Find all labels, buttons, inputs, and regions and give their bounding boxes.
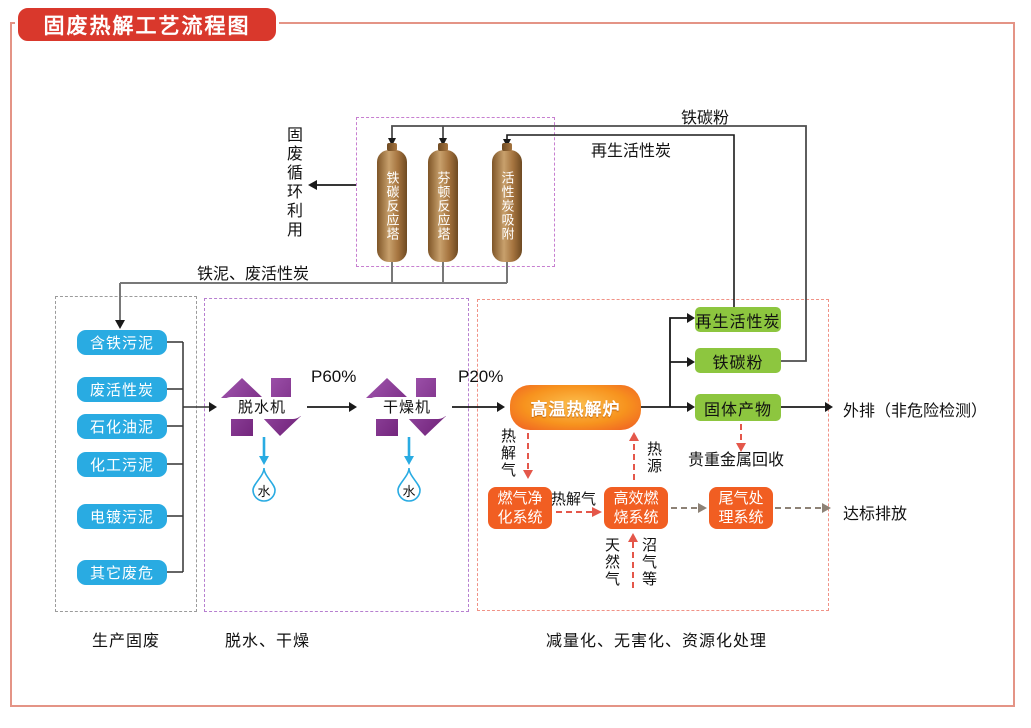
page-border bbox=[10, 22, 1015, 707]
caption-waste-production: 生产固废 bbox=[92, 633, 161, 650]
iron-carbon-powder-line-label: 铁碳粉 bbox=[681, 110, 730, 127]
page-title: 固废热解工艺流程图 bbox=[15, 5, 279, 44]
external-discharge-label: 外排（非危险检测） bbox=[843, 403, 988, 420]
p60-label: P60% bbox=[311, 367, 357, 386]
treatment-towers-group bbox=[356, 117, 555, 267]
pyrolysis-furnace: 高温热解炉 bbox=[510, 385, 641, 430]
solid-waste-recycle-label: 固废循环利用 bbox=[284, 126, 301, 240]
gas-purification-system: 燃气净化系统 bbox=[488, 487, 552, 529]
tower-label: 芬顿反应塔 bbox=[435, 171, 451, 241]
pyrolysis-gas-vertical-label: 热解气 bbox=[499, 428, 516, 479]
water-drop-icon bbox=[252, 467, 276, 502]
machine-shape bbox=[220, 378, 304, 436]
regen-carbon-line-label: 再生活性炭 bbox=[591, 143, 672, 160]
biogas-label: 沼气等 bbox=[640, 537, 657, 588]
output-solid-product: 固体产物 bbox=[695, 394, 781, 421]
activated-carbon-adsorption-tower: 活性炭吸附 bbox=[492, 143, 522, 262]
output-iron-carbon-powder: 铁碳粉 bbox=[695, 348, 781, 373]
pyrolysis-gas-horizontal-label: 热解气 bbox=[551, 491, 597, 508]
water-label: 水 bbox=[257, 484, 271, 499]
water-drop: 水 bbox=[249, 466, 279, 504]
return-line-label: 铁泥、废活性炭 bbox=[197, 266, 310, 283]
tail-gas-treatment-system: 尾气处理系统 bbox=[709, 487, 773, 529]
heat-source-label: 热源 bbox=[645, 441, 662, 475]
water-label: 水 bbox=[402, 484, 416, 499]
tower-label: 活性炭吸附 bbox=[499, 171, 515, 241]
fenton-reaction-tower: 芬顿反应塔 bbox=[428, 143, 458, 262]
dewatering-group bbox=[204, 298, 469, 612]
machine-label: 脱水机 bbox=[237, 399, 286, 416]
precious-metal-recovery-label: 贵重金属回收 bbox=[688, 452, 785, 469]
waste-sources-group bbox=[55, 296, 197, 612]
water-drop-icon bbox=[397, 467, 421, 502]
p20-label: P20% bbox=[458, 367, 504, 386]
waste-item-plating-sludge: 电镀污泥 bbox=[77, 504, 167, 529]
waste-item-spent-carbon: 废活性炭 bbox=[77, 377, 167, 402]
water-drop: 水 bbox=[394, 466, 424, 504]
drying-machine: 干燥机 bbox=[362, 376, 452, 438]
pyrolysis-group bbox=[477, 299, 829, 611]
caption-dewater-dry: 脱水、干燥 bbox=[225, 633, 311, 650]
machine-shape bbox=[365, 378, 449, 436]
waste-item-chem-sludge: 化工污泥 bbox=[77, 452, 167, 477]
dewatering-machine: 脱水机 bbox=[217, 376, 307, 438]
machine-label: 干燥机 bbox=[382, 399, 431, 416]
standard-discharge-label: 达标排放 bbox=[843, 506, 908, 523]
iron-carbon-reaction-tower: 铁碳反应塔 bbox=[377, 143, 407, 262]
caption-reduction-treatment: 减量化、无害化、资源化处理 bbox=[546, 633, 768, 650]
output-regen-carbon: 再生活性炭 bbox=[695, 307, 781, 332]
tower-label: 铁碳反应塔 bbox=[384, 171, 400, 241]
waste-item-iron-sludge: 含铁污泥 bbox=[77, 330, 167, 355]
combustion-system: 高效燃烧系统 bbox=[604, 487, 668, 529]
natural-gas-label: 天然气 bbox=[603, 537, 620, 588]
waste-item-other-hazard: 其它废危 bbox=[77, 560, 167, 585]
waste-item-petro-sludge: 石化油泥 bbox=[77, 414, 167, 439]
